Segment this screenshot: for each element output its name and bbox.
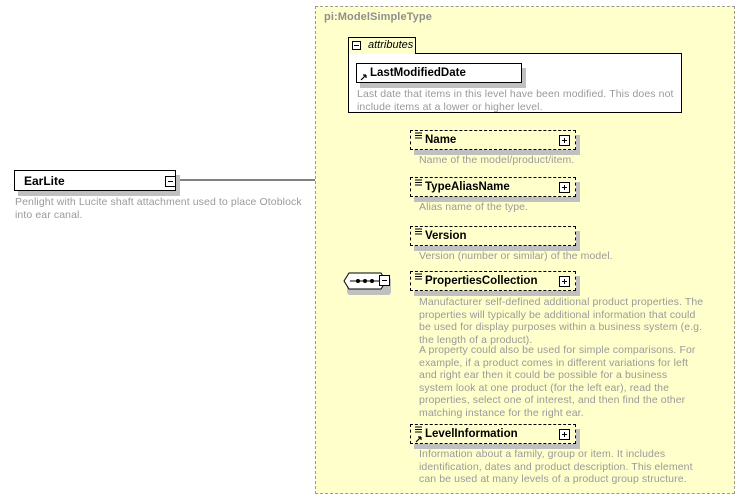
element-sequence-icon bbox=[415, 273, 422, 280]
element-typealiasname[interactable]: TypeAliasName bbox=[410, 177, 576, 197]
root-element-label: EarLite bbox=[24, 174, 65, 188]
element-expand-plus-icon[interactable] bbox=[559, 429, 570, 440]
element-documentation: Manufacturer self-defined additional pro… bbox=[419, 296, 704, 346]
element-label: TypeAliasName bbox=[425, 181, 510, 193]
root-documentation: Penlight with Lucite shaft attachment us… bbox=[15, 196, 302, 221]
element-name[interactable]: Name bbox=[410, 130, 576, 150]
element-label: PropertiesCollection bbox=[425, 275, 538, 287]
attribute-arrow-icon bbox=[360, 74, 367, 81]
element-expand-plus-icon[interactable] bbox=[559, 182, 570, 193]
element-documentation: Name of the model/product/item. bbox=[419, 154, 575, 166]
element-sequence-icon bbox=[415, 426, 422, 433]
element-sequence-icon bbox=[415, 179, 422, 186]
element-sequence-icon bbox=[415, 132, 422, 139]
element-documentation-secondary: A property could also be used for simple… bbox=[419, 344, 696, 419]
model-type-title: pi:ModelSimpleType bbox=[324, 11, 432, 23]
element-documentation: Alias name of the type. bbox=[419, 201, 529, 213]
sequence-compositor[interactable] bbox=[343, 272, 390, 290]
collapse-minus-icon[interactable] bbox=[165, 176, 176, 187]
element-expand-plus-icon[interactable] bbox=[559, 135, 570, 146]
element-levelinformation[interactable]: LevelInformation bbox=[410, 424, 576, 444]
attribute-label: LastModifiedDate bbox=[370, 67, 466, 79]
attribute-lastmodifieddate[interactable]: LastModifiedDate bbox=[356, 63, 522, 83]
element-label: LevelInformation bbox=[425, 428, 518, 440]
element-arrow-icon bbox=[415, 436, 422, 443]
sequence-collapse-minus-icon[interactable] bbox=[379, 275, 390, 286]
element-label: Name bbox=[425, 134, 457, 146]
attributes-group-label: attributes bbox=[368, 39, 414, 51]
element-version[interactable]: Version bbox=[410, 226, 576, 246]
root-element-earlite[interactable]: EarLite bbox=[14, 170, 176, 191]
element-documentation: Version (number or similar) of the model… bbox=[419, 250, 613, 262]
element-documentation: Information about a family, group or ite… bbox=[419, 448, 693, 485]
element-propertiescollection[interactable]: PropertiesCollection bbox=[410, 271, 576, 291]
attributes-collapse-minus-icon[interactable] bbox=[352, 41, 361, 50]
element-expand-plus-icon[interactable] bbox=[559, 276, 570, 287]
attribute-documentation: Last date that items in this level have … bbox=[357, 88, 674, 113]
element-sequence-icon bbox=[415, 228, 422, 235]
attributes-group-tab[interactable]: attributes bbox=[348, 37, 416, 54]
sequence-icon bbox=[343, 272, 387, 290]
element-label: Version bbox=[425, 230, 467, 242]
